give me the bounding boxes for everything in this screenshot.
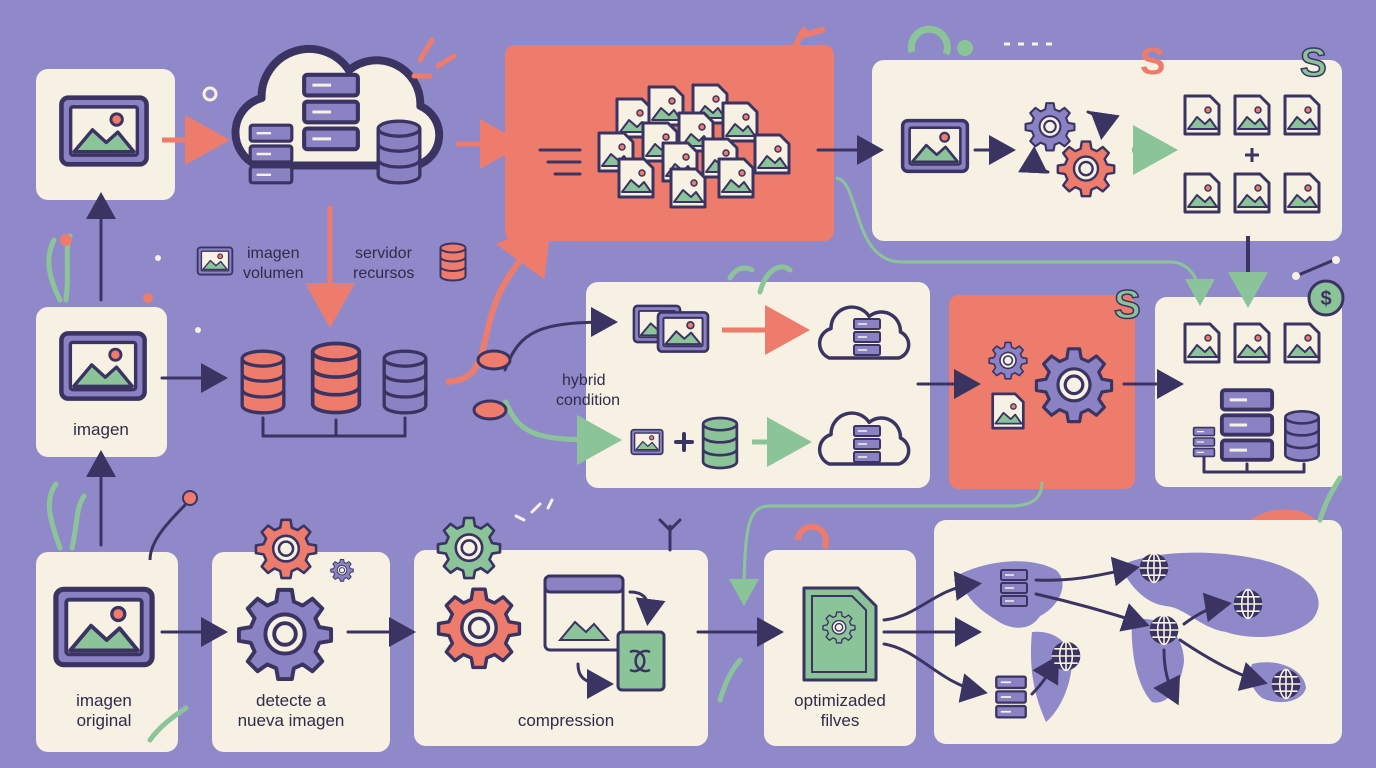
hybrid-image-icon [656, 311, 710, 353]
detect-label-1: detecte a [256, 691, 326, 710]
connector-batch-to-output [835, 176, 1215, 306]
connector-db-to-hybrid-bottom [502, 399, 622, 465]
compression-window-icon [543, 574, 666, 699]
imagen-original-label-1: imagen [76, 691, 132, 710]
connector-db-to-batch [445, 218, 553, 385]
output-server-icon [1192, 426, 1216, 458]
database-icon [382, 349, 428, 415]
processing-gear-icon [1056, 140, 1116, 198]
hybrid-label-2: condition [556, 392, 620, 409]
thumbnail-grid [1183, 94, 1321, 214]
connector-node [476, 349, 512, 371]
cloud-database-icon [376, 119, 422, 185]
hybrid-image-icon [630, 428, 664, 456]
cloud-server-icon [248, 123, 294, 185]
legend-servidor-label: servidor [355, 245, 413, 262]
arrow-optimized-to-map-bottom [882, 642, 988, 703]
svg-text:S: S [1114, 283, 1141, 327]
output-database-icon [1283, 409, 1321, 463]
map-server-icon [999, 568, 1029, 608]
map-server-icon [995, 675, 1027, 719]
source-image-icon [61, 98, 146, 165]
legend-database-icon [439, 242, 467, 282]
imagen-image-icon [61, 333, 144, 398]
optimized-file-icon [802, 586, 878, 682]
globe-icon [1050, 640, 1082, 672]
legend-volumen-label: volumen [243, 265, 303, 282]
compression-gear-icon [436, 587, 522, 670]
optimized-label-2: filves [821, 711, 860, 730]
globe-icon [1138, 552, 1170, 584]
dollar-badge-symbol: $ [1320, 288, 1331, 310]
legend-recursos-label: recursos [353, 265, 414, 282]
image-batch-stack [538, 83, 791, 209]
arrow-optimized-to-map-top [882, 571, 982, 622]
red-panel-file-icon [991, 392, 1025, 430]
database-icon [313, 343, 360, 412]
detect-gear-icon [236, 587, 334, 682]
compression-label: compression [518, 711, 614, 730]
detect-label-2: nueva imagen [238, 711, 345, 730]
database-row [240, 343, 428, 438]
connector-gears-to-optimized [729, 481, 1044, 606]
imagen-label: imagen [73, 420, 129, 439]
output-server-icon [1219, 388, 1275, 462]
cloud-server-icon [304, 75, 358, 149]
legend-image-icon [196, 246, 234, 276]
hybrid-server-icon [852, 317, 882, 357]
original-image-icon [56, 589, 152, 664]
hybrid-server-icon [853, 425, 881, 463]
hybrid-label-1: hybrid [562, 372, 606, 389]
globe-icon [1270, 668, 1302, 700]
globe-icon [1148, 614, 1180, 646]
legend-imagen-label: imagen [247, 245, 299, 262]
connector-node [472, 399, 508, 421]
cloud-server-group [235, 49, 439, 185]
decorations: S S S [46, 25, 1343, 743]
red-panel-gear-icon [1034, 347, 1114, 424]
hybrid-database-icon [701, 416, 739, 470]
processing-image-icon [900, 118, 970, 174]
globe-icon [1232, 588, 1264, 620]
output-thumbnail-icon [1183, 322, 1221, 364]
dollar-badge-icon [1307, 279, 1345, 317]
output-thumbnail-icon [1233, 322, 1271, 364]
imagen-original-label-2: original [77, 711, 132, 730]
red-panel-gear-icon [988, 341, 1028, 380]
database-icon [240, 349, 286, 415]
processing-gear-icon [1024, 102, 1076, 152]
svg-text:S: S [1140, 41, 1165, 83]
optimized-label-1: optimizaded [794, 691, 886, 710]
svg-text:S: S [1300, 41, 1327, 85]
output-thumbnail-icon [1283, 322, 1321, 364]
